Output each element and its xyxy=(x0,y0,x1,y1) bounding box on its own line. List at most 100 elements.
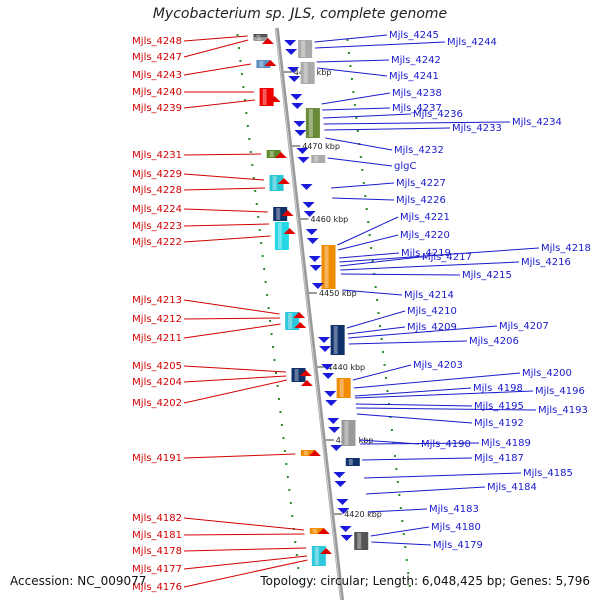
gene-block-reverse xyxy=(298,40,313,58)
left-gene-label: Mjls_4178 xyxy=(132,546,182,557)
gene-block-shade xyxy=(314,156,319,162)
left-gene-label: Mjls_4177 xyxy=(132,564,182,575)
right-track-dot xyxy=(365,208,368,210)
right-track-dot xyxy=(392,442,395,444)
right-leader-line xyxy=(348,325,498,339)
left-track-dot xyxy=(297,567,300,569)
reverse-strand-arrow xyxy=(287,67,300,73)
right-track-dot xyxy=(347,52,350,54)
right-track-dot xyxy=(374,286,377,288)
forward-strand-arrow xyxy=(277,178,290,184)
gene-block-forward xyxy=(274,222,289,250)
left-leader-line xyxy=(183,35,248,42)
scale-label: 4450 kbp xyxy=(319,289,357,298)
right-track-dot xyxy=(399,507,402,509)
right-leader-line xyxy=(327,157,393,167)
scale-label: 4440 kbp xyxy=(327,363,365,372)
reverse-strand-arrow xyxy=(293,121,306,127)
left-track-dot xyxy=(237,47,240,49)
left-track-dot xyxy=(275,372,277,374)
left-track-dot xyxy=(285,463,288,465)
right-gene-label: Mjls_4233 xyxy=(452,123,502,134)
right-gene-label: glgC xyxy=(394,161,416,172)
reverse-strand-arrow xyxy=(334,481,347,487)
left-leader-line xyxy=(183,379,288,404)
gene-block-reverse xyxy=(311,155,326,163)
left-track-dot xyxy=(277,398,280,400)
reverse-strand-arrow xyxy=(290,94,303,100)
right-leader-line xyxy=(338,252,400,259)
left-track-dot xyxy=(279,411,282,413)
right-gene-label: Mjls_4193 xyxy=(538,405,588,416)
right-gene-label: Mjls_4209 xyxy=(407,322,457,333)
right-track-dot xyxy=(355,117,358,119)
left-track-dot xyxy=(261,255,264,257)
right-track-dot xyxy=(393,455,396,457)
left-track-dot xyxy=(288,489,291,491)
left-track-dot xyxy=(245,112,248,114)
right-track-dot xyxy=(385,377,387,379)
left-track-dot xyxy=(260,242,263,244)
right-leader-line xyxy=(364,472,522,479)
left-track-dot xyxy=(263,268,266,270)
left-gene-label: Mjls_4224 xyxy=(132,204,182,215)
left-leader-line xyxy=(183,39,249,58)
reverse-strand-arrow xyxy=(311,283,324,289)
left-track-dot xyxy=(269,320,272,322)
right-track-dot xyxy=(356,130,359,132)
right-gene-label: Mjls_4184 xyxy=(487,482,537,493)
left-track-dot xyxy=(251,164,254,166)
left-track-dot xyxy=(242,86,245,88)
gene-block-shade xyxy=(303,451,308,455)
gene-block-shade xyxy=(301,41,306,57)
reverse-strand-arrow xyxy=(340,535,353,541)
left-leader-line xyxy=(183,555,308,570)
gene-block-reverse xyxy=(300,62,315,84)
forward-strand-arrow xyxy=(274,152,287,158)
right-gene-label: Mjls_4226 xyxy=(396,195,446,206)
right-track-dot xyxy=(401,520,404,522)
right-track-dot xyxy=(350,78,353,80)
right-track-dot xyxy=(395,468,398,470)
reverse-strand-arrow xyxy=(322,373,335,379)
gene-block-shade xyxy=(339,379,344,397)
left-track-dot xyxy=(291,515,294,517)
forward-strand-arrow xyxy=(300,380,313,386)
left-track-dot xyxy=(236,34,239,36)
scale-label: 4460 kbp xyxy=(311,215,349,224)
right-track-dot xyxy=(370,247,373,249)
left-track-dot xyxy=(240,73,243,75)
right-gene-label: Mjls_4198 xyxy=(473,383,523,394)
left-leader-line xyxy=(183,323,281,339)
gene-block-shade xyxy=(276,208,281,220)
right-gene-label: Mjls_4216 xyxy=(521,257,571,268)
genome-backbone-highlight xyxy=(275,27,342,600)
right-track-dot xyxy=(346,39,349,41)
left-gene-label: Mjls_4243 xyxy=(132,70,182,81)
left-leader-line xyxy=(183,299,280,315)
left-gene-label: Mjls_4204 xyxy=(132,377,182,388)
right-gene-label: Mjls_4245 xyxy=(389,30,439,41)
left-track-dot xyxy=(243,99,246,101)
right-leader-line xyxy=(314,34,388,43)
gene-block-shade xyxy=(344,421,349,445)
right-leader-line xyxy=(371,541,432,546)
scale-label: 4470 kbp xyxy=(302,142,340,151)
gene-block-shade xyxy=(348,459,353,465)
left-track-dot xyxy=(248,138,251,140)
right-leader-line xyxy=(354,387,472,397)
reverse-strand-arrow xyxy=(303,211,316,217)
right-track-dot xyxy=(367,221,370,223)
genome-title: Mycobacterium sp. JLS, complete genome xyxy=(152,6,448,22)
left-track-dot xyxy=(258,229,261,231)
left-gene-label: Mjls_4247 xyxy=(132,52,182,63)
right-leader-line xyxy=(362,457,473,461)
gene-block-shade xyxy=(259,61,264,67)
left-leader-line xyxy=(183,99,256,109)
right-gene-label: Mjls_4241 xyxy=(389,71,439,82)
right-gene-label: Mjls_4236 xyxy=(413,109,463,120)
right-leader-line xyxy=(346,310,406,329)
reverse-strand-arrow xyxy=(291,103,304,109)
left-gene-label: Mjls_4191 xyxy=(132,453,182,464)
